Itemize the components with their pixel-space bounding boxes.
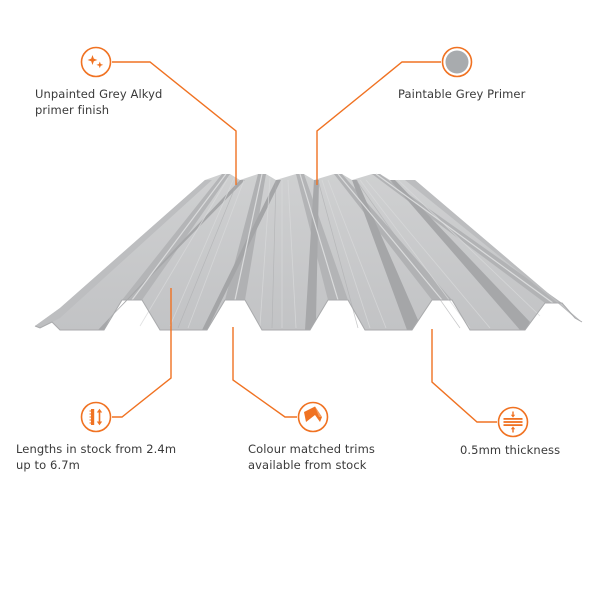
sparkle-icon xyxy=(80,46,112,78)
feature-lengths-line2: up to 6.7m xyxy=(16,458,80,472)
connector-finish xyxy=(112,61,237,185)
feature-trims-line1: Colour matched trims xyxy=(248,442,375,456)
feature-thickness-line1: 0.5mm thickness xyxy=(460,443,561,457)
feature-trims-label: Colour matched trims available from stoc… xyxy=(248,441,375,473)
connector-thickness xyxy=(431,329,497,423)
callout-connectors xyxy=(112,61,497,423)
feature-finish-line1: Unpainted Grey Alkyd xyxy=(35,87,163,101)
connector-primer xyxy=(316,61,441,185)
feature-thickness-label: 0.5mm thickness xyxy=(460,442,560,458)
feature-lengths-label: Lengths in stock from 2.4m up to 6.7m xyxy=(16,441,176,473)
grey-swatch-icon xyxy=(441,46,473,78)
feature-trims-line2: available from stock xyxy=(248,458,367,472)
trim-flashing-icon xyxy=(297,401,329,433)
feature-finish-line2: primer finish xyxy=(35,103,110,117)
feature-primer-line1: Paintable Grey Primer xyxy=(398,87,526,101)
connector-lengths xyxy=(112,288,172,418)
thickness-compress-icon xyxy=(497,406,529,438)
feature-lengths-line1: Lengths in stock from 2.4m xyxy=(16,442,177,456)
length-ruler-icon xyxy=(80,401,112,433)
feature-primer-label: Paintable Grey Primer xyxy=(398,86,525,102)
roof-sheet xyxy=(34,173,583,331)
feature-finish-label: Unpainted Grey Alkyd primer finish xyxy=(35,86,162,118)
connector-trims xyxy=(232,327,297,418)
